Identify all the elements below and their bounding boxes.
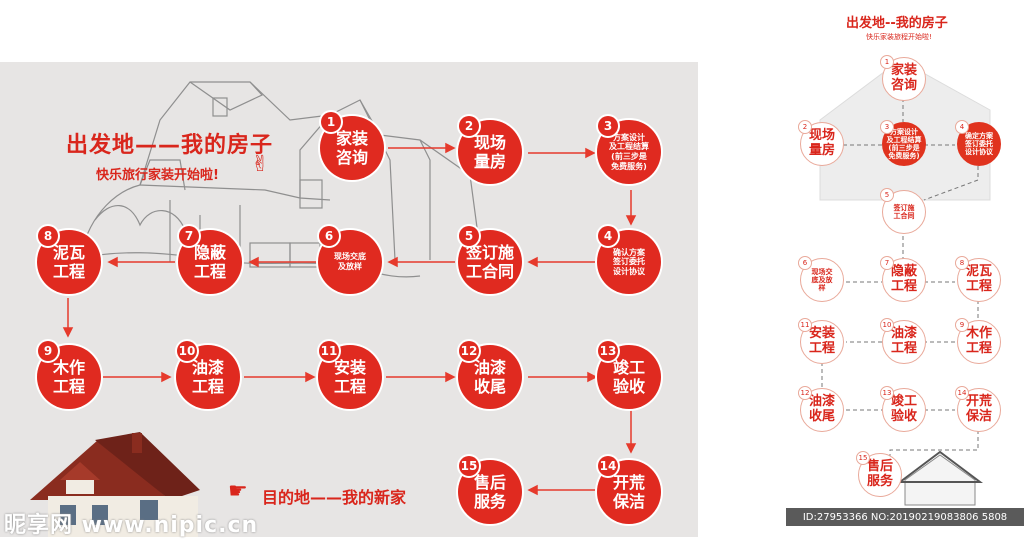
side-step-node-7: 隐蔽 工程 xyxy=(882,258,926,302)
arrow-7-8 xyxy=(107,256,175,268)
victory-hand-icon: ✌ xyxy=(251,152,270,177)
step-label: 签订施 工合同 xyxy=(465,242,514,281)
step-number-badge: 13 xyxy=(598,341,618,361)
side-step-number: 8 xyxy=(955,256,969,270)
side-subtitle: 快乐家装旅程开始啦! xyxy=(866,33,932,41)
side-title: 出发地--我的房子 xyxy=(846,16,948,31)
step-number-badge: 3 xyxy=(598,116,618,136)
pointing-hand-icon: ☛ xyxy=(228,479,248,504)
step-label: 现场 量房 xyxy=(473,132,506,171)
step-label: 油漆 收尾 xyxy=(473,357,506,396)
arrow-9-10 xyxy=(100,371,172,383)
arrow-14-15 xyxy=(527,484,595,496)
arrow-2-3 xyxy=(528,147,596,159)
step-label: 开荒 保洁 xyxy=(612,472,645,511)
side-step-number: 12 xyxy=(798,386,812,400)
destination-house xyxy=(30,432,200,537)
main-subtitle: 快乐旅行家装开始啦! xyxy=(96,168,219,183)
side-step-number: 13 xyxy=(880,386,894,400)
side-step-number: 1 xyxy=(880,55,894,69)
step-number-badge: 12 xyxy=(459,341,479,361)
step-label: 泥瓦 工程 xyxy=(52,242,85,281)
step-number-badge: 11 xyxy=(319,341,339,361)
main-title: 出发地——我的房子 xyxy=(66,133,274,158)
image-id-bar: ID:27953366 NO:20190219083806 5808 xyxy=(786,508,1024,526)
side-step-node-4: 确定方案 签订委托 设计协议 xyxy=(957,122,1001,166)
step-number-badge: 14 xyxy=(598,456,618,476)
side-step-number: 4 xyxy=(955,120,969,134)
arrow-4-5 xyxy=(527,256,595,268)
arrow-10-11 xyxy=(244,371,316,383)
arrow-8-9 xyxy=(62,298,74,338)
step-number-badge: 2 xyxy=(459,116,479,136)
side-step-number: 2 xyxy=(798,120,812,134)
side-step-number: 7 xyxy=(880,256,894,270)
step-number-badge: 9 xyxy=(38,341,58,361)
side-step-node-12: 油漆 收尾 xyxy=(800,388,844,432)
side-step-number: 9 xyxy=(955,318,969,332)
step-number-badge: 6 xyxy=(319,226,339,246)
arrow-13-14 xyxy=(625,410,637,454)
step-label: 隐蔽 工程 xyxy=(193,242,226,281)
step-node-14: 开荒 保洁 xyxy=(597,460,661,524)
side-connectors xyxy=(821,98,979,458)
step-number-badge: 7 xyxy=(179,226,199,246)
step-node-12: 油漆 收尾 xyxy=(458,345,522,409)
flow-arrows xyxy=(62,142,637,496)
step-number-badge: 8 xyxy=(38,226,58,246)
arrow-3-4 xyxy=(625,190,637,226)
arrow-11-12 xyxy=(386,371,456,383)
side-step-number: 11 xyxy=(798,318,812,332)
step-label: 安装 工程 xyxy=(333,357,366,396)
step-number-badge: 4 xyxy=(598,226,618,246)
step-label: 确认方案 签订委托 设计协议 xyxy=(613,247,645,276)
step-number-badge: 1 xyxy=(321,112,341,132)
side-step-number: 5 xyxy=(880,188,894,202)
arrow-1-2 xyxy=(388,142,456,154)
step-label: 方案设计 及工程结算 (前三步是 免费服务) xyxy=(609,132,649,171)
step-label: 竣工 验收 xyxy=(612,357,645,396)
arrow-5-6 xyxy=(387,256,455,268)
step-number-badge: 15 xyxy=(459,456,479,476)
side-step-number: 10 xyxy=(880,318,894,332)
step-node-15: 售后 服务 xyxy=(458,460,522,524)
step-label: 售后 服务 xyxy=(473,472,506,511)
step-number-badge: 10 xyxy=(177,341,197,361)
step-node-3: 方案设计 及工程结算 (前三步是 免费服务) xyxy=(597,120,661,184)
arrow-12-13 xyxy=(528,371,598,383)
step-label: 现场交底 及放样 xyxy=(334,252,366,271)
watermark: 昵享网 www.nipic.cn xyxy=(4,513,259,538)
side-step-node-14: 开荒 保洁 xyxy=(957,388,1001,432)
step-label: 油漆 工程 xyxy=(191,357,224,396)
step-node-2: 现场 量房 xyxy=(458,120,522,184)
step-number-badge: 5 xyxy=(459,226,479,246)
step-node-10: 油漆 工程 xyxy=(176,345,240,409)
side-step-number: 15 xyxy=(856,451,870,465)
step-label: 木作 工程 xyxy=(52,357,85,396)
side-step-number: 6 xyxy=(798,256,812,270)
destination-label: 目的地——我的新家 xyxy=(262,488,407,507)
step-label: 家装 咨询 xyxy=(335,128,368,167)
arrow-6-7 xyxy=(248,256,316,268)
side-step-number: 14 xyxy=(955,386,969,400)
side-step-number: 3 xyxy=(880,120,894,134)
